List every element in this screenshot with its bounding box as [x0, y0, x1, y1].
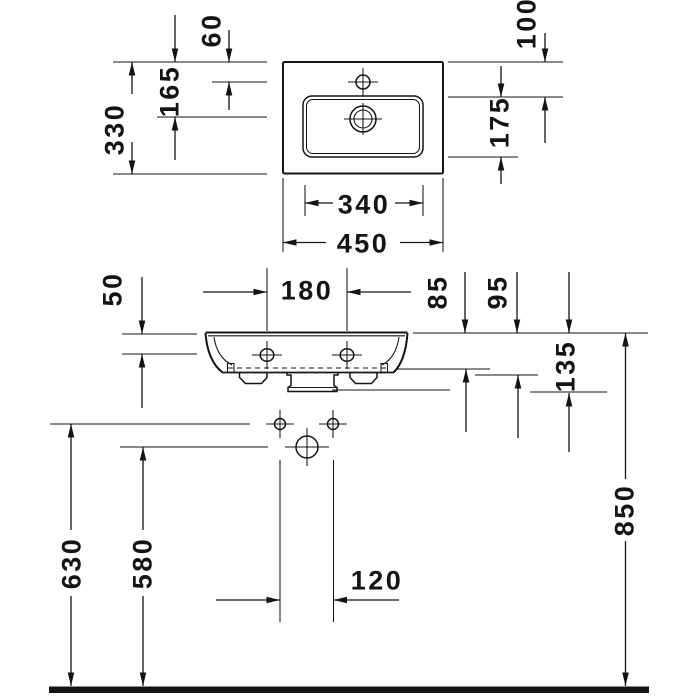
dim-label-630: 630	[57, 537, 87, 590]
dim-label-330: 330	[100, 103, 130, 156]
bowl-inner-left	[213, 336, 233, 366]
foot-right	[349, 372, 378, 385]
bowl-inner-right	[381, 336, 400, 366]
fixing-slot-right	[380, 362, 389, 374]
basin-bowl-inner	[305, 98, 421, 155]
wall-hole-pattern	[50, 410, 347, 466]
body-left-edge	[204, 332, 224, 374]
dim-label-180: 180	[281, 276, 334, 306]
top-view-dims-right: 100 175	[448, 0, 563, 184]
dim-label-50: 50	[98, 271, 128, 306]
dim-label-165: 165	[155, 65, 185, 118]
dim-label-450: 450	[337, 229, 390, 259]
front-view-dims: 50 180 85 95 135	[98, 268, 648, 452]
dim-label-95: 95	[483, 274, 513, 309]
floor-dims: 630 580 120 850	[57, 333, 640, 686]
dim-label-340: 340	[338, 190, 391, 220]
dim-label-85: 85	[423, 274, 453, 309]
top-view-dims-left: 330 165 60	[100, 12, 267, 175]
dim-label-175: 175	[485, 96, 515, 149]
drain-outlet-hole	[285, 428, 329, 466]
front-view	[204, 331, 409, 393]
dim-label-100: 100	[512, 0, 542, 49]
top-view	[282, 61, 444, 175]
dim-label-120: 120	[351, 566, 404, 596]
dim-label-850: 850	[610, 484, 640, 537]
drain-hole	[344, 103, 382, 135]
dim-label-580: 580	[128, 537, 158, 590]
top-view-dims-bottom: 340 450	[282, 178, 444, 259]
body-right-edge	[392, 332, 409, 374]
fixing-slot-left	[226, 362, 235, 374]
floor-line	[49, 686, 649, 693]
fixing-hole-left	[252, 341, 282, 369]
basin-outline-plan	[282, 61, 444, 175]
dim-label-135: 135	[551, 340, 581, 393]
foot-left	[238, 372, 268, 385]
wall-hole-right	[319, 410, 347, 438]
wall-hole-left	[266, 410, 294, 438]
drain-trap-cover	[286, 372, 339, 393]
dim-label-60: 60	[197, 12, 227, 47]
fixing-hole-right	[332, 341, 362, 369]
tap-hole	[348, 68, 378, 96]
